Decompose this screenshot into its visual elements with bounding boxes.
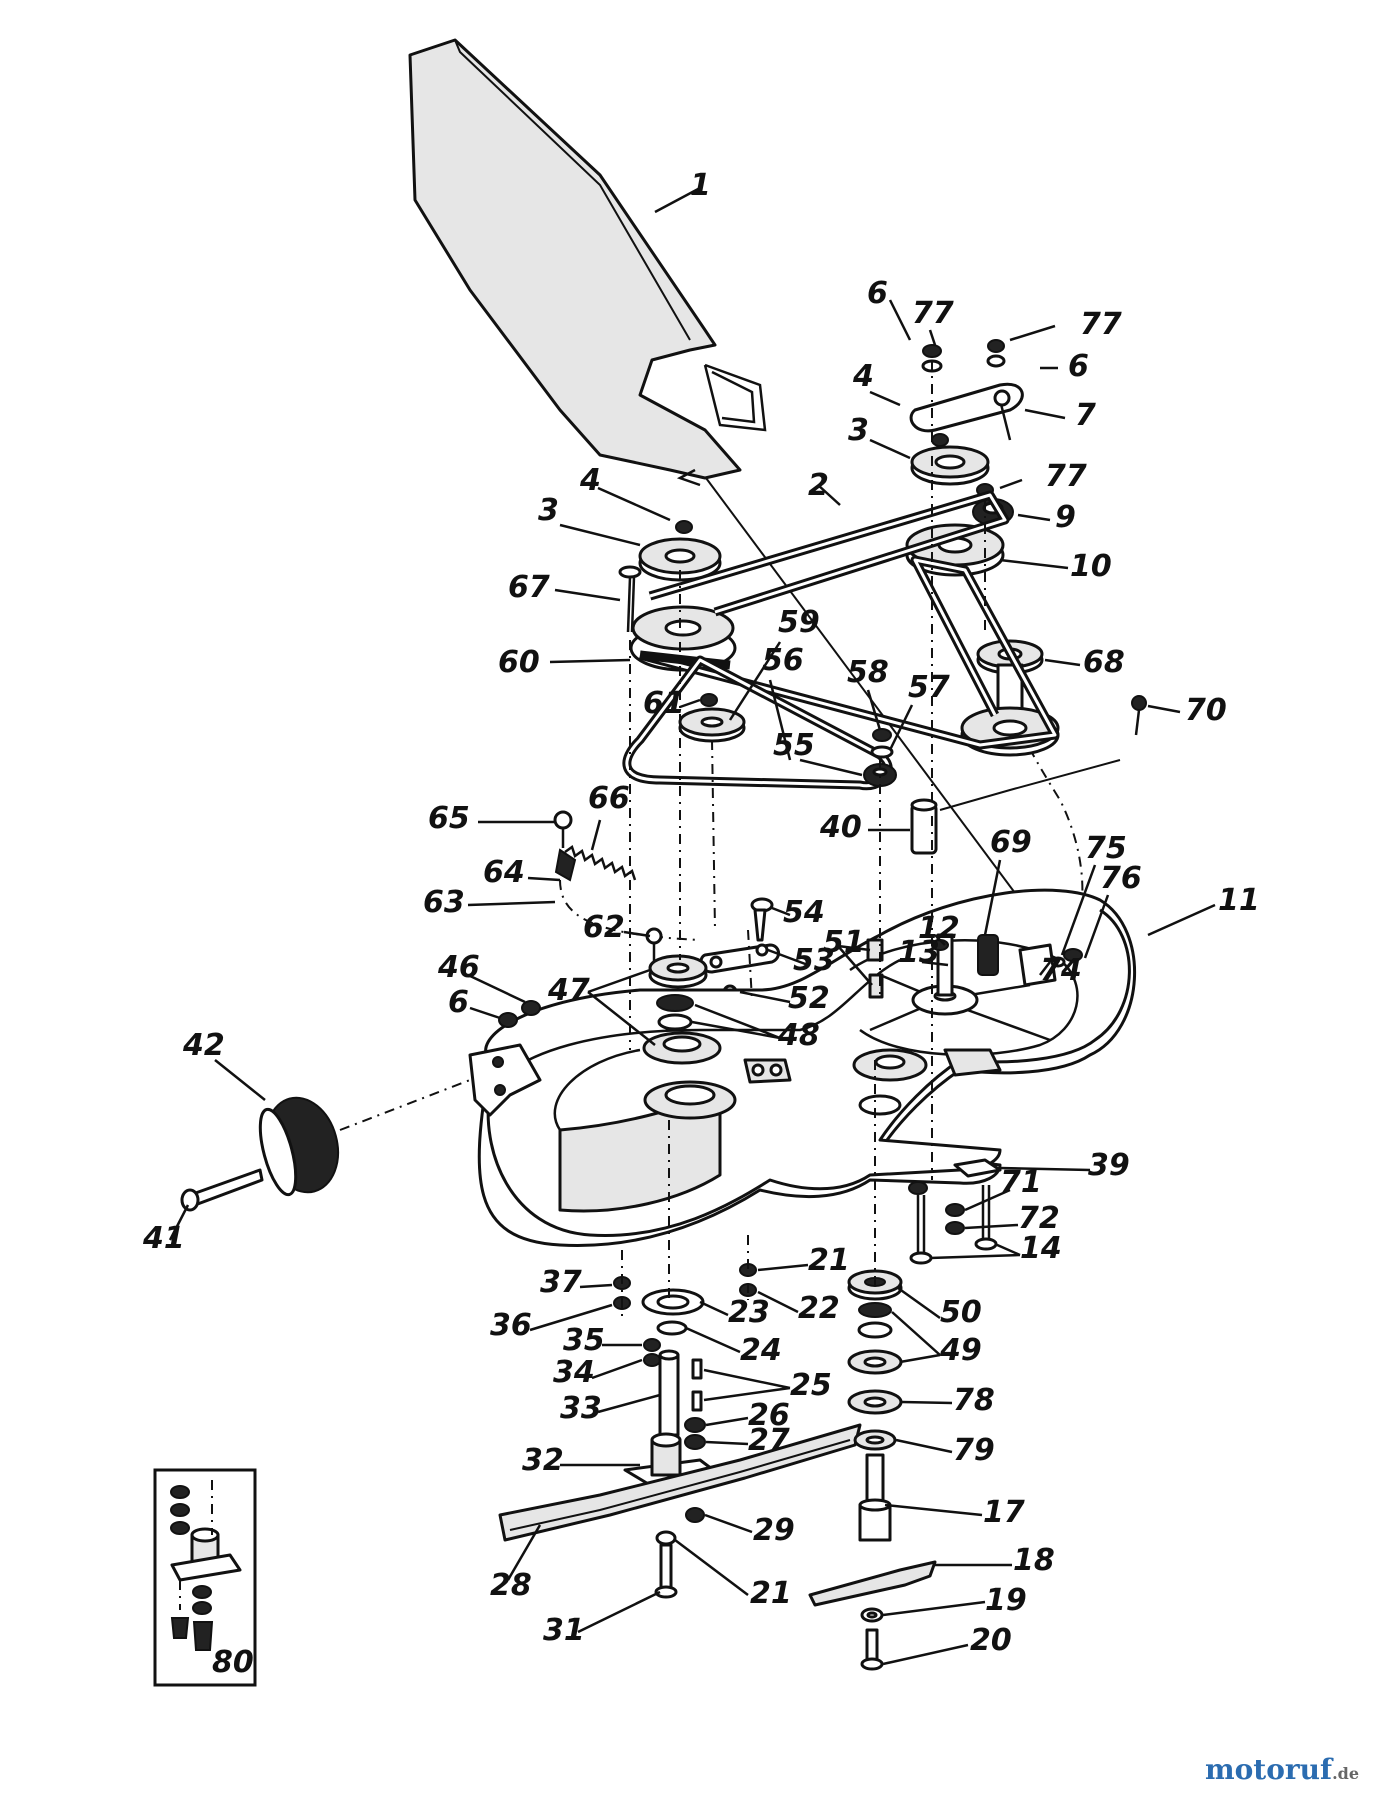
part-callout-c6c: 6	[448, 985, 469, 1020]
part-callout-c24: 24	[740, 1333, 782, 1368]
part-callout-c79: 79	[953, 1433, 995, 1468]
inset-spindle-detail	[153, 1468, 257, 1687]
part-callout-c63: 63	[423, 885, 465, 920]
part-callout-c57: 57	[908, 670, 950, 705]
part-callout-c77c: 77	[1045, 459, 1087, 494]
part-callout-c49: 49	[939, 1333, 982, 1368]
part-callout-c3a: 3	[538, 493, 559, 528]
part-callout-c48: 48	[777, 1018, 820, 1053]
watermark: motoruf.de	[1205, 1753, 1359, 1786]
part-callout-c3b: 3	[848, 413, 869, 448]
part-callout-c61: 61	[643, 686, 685, 721]
part-callout-c66: 66	[588, 781, 630, 816]
part-callout-c68: 68	[1083, 645, 1125, 680]
part-callout-c41: 41	[142, 1221, 185, 1256]
part-callout-c23: 23	[728, 1295, 770, 1330]
part-callout-c72: 72	[1018, 1201, 1060, 1236]
part-callout-c71: 71	[1000, 1165, 1042, 1200]
part-callout-c13: 13	[898, 935, 940, 970]
part-callout-c78: 78	[953, 1383, 995, 1418]
part-callout-c29: 29	[753, 1513, 795, 1548]
part-callout-c77b: 77	[1080, 307, 1122, 342]
part-callout-c10: 10	[1070, 549, 1112, 584]
part-callout-c2: 2	[808, 468, 829, 503]
part-callout-c46: 46	[437, 950, 480, 985]
watermark-suffix: .de	[1332, 1764, 1359, 1783]
part-callout-c9: 9	[1055, 500, 1076, 535]
right-lower-spindle	[808, 1269, 937, 1671]
left-lower-spindle	[498, 1263, 862, 1599]
watermark-brand: motoruf	[1204, 1753, 1333, 1786]
left-spindle-housing	[648, 954, 708, 1031]
part-callout-c67: 67	[508, 570, 550, 605]
part-callout-c69: 69	[990, 825, 1032, 860]
part-callout-c17: 17	[983, 1495, 1025, 1530]
part-callout-c20: 20	[970, 1623, 1012, 1658]
part-callout-c21a: 21	[808, 1243, 850, 1278]
part-callout-c1: 1	[690, 168, 711, 203]
part-callout-c60: 60	[498, 645, 540, 680]
part-callout-c12: 12	[918, 911, 960, 946]
part-callout-c47: 47	[547, 973, 590, 1008]
part-callout-c62: 62	[583, 910, 625, 945]
chute-rod	[705, 477, 1051, 941]
part-callout-c37: 37	[540, 1265, 582, 1300]
part-callout-c32: 32	[522, 1443, 564, 1478]
part-callout-c70: 70	[1185, 693, 1227, 728]
part-callout-c58: 58	[847, 655, 889, 690]
part-callout-c51: 51	[823, 925, 865, 960]
part-callout-c28: 28	[490, 1568, 532, 1603]
part-callout-c31: 31	[543, 1613, 585, 1648]
part-callout-c54: 54	[783, 895, 825, 930]
part-callout-c50: 50	[940, 1295, 982, 1330]
part-callout-c77a: 77	[912, 296, 954, 331]
part-callout-c56: 56	[762, 643, 804, 678]
leader-lines	[168, 186, 1216, 1666]
part-callout-c74: 74	[1040, 953, 1082, 988]
deck-hardware	[866, 759, 1121, 999]
part-callout-c4a: 4	[579, 463, 601, 498]
part-callout-c27: 27	[748, 1423, 790, 1458]
part-callout-c76: 76	[1100, 861, 1142, 896]
part-callout-c21b: 21	[750, 1576, 792, 1611]
part-callout-c36: 36	[490, 1308, 532, 1343]
part-callout-c75: 75	[1085, 831, 1127, 866]
part-callout-c18: 18	[1013, 1543, 1055, 1578]
part-callout-c65: 65	[428, 801, 470, 836]
discharge-chute	[408, 38, 767, 487]
part-callout-c39: 39	[1088, 1148, 1130, 1183]
part-callout-c40: 40	[819, 810, 862, 845]
assembly-axes	[621, 360, 986, 1320]
part-callout-c53: 53	[793, 943, 835, 978]
part-callout-c42: 42	[182, 1028, 225, 1063]
part-callout-c6a: 6	[867, 276, 888, 311]
wheel-assembly	[180, 1000, 542, 1212]
part-callout-c52: 52	[788, 981, 830, 1016]
part-callout-c22: 22	[798, 1291, 840, 1326]
part-callout-c35: 35	[563, 1323, 605, 1358]
part-callout-c19: 19	[985, 1583, 1027, 1618]
part-callout-c33: 33	[560, 1391, 602, 1426]
part-callout-c4b: 4	[852, 359, 874, 394]
part-callout-c59: 59	[778, 605, 820, 640]
part-callout-c26: 26	[748, 1398, 790, 1433]
part-callout-c6b: 6	[1068, 349, 1089, 384]
part-callout-c55: 55	[773, 728, 815, 763]
part-callout-c25: 25	[790, 1368, 832, 1403]
deck-bolts	[908, 1158, 1002, 1265]
part-callout-c7: 7	[1075, 398, 1096, 433]
part-callout-c14: 14	[1020, 1231, 1062, 1266]
part-callout-c11: 11	[1218, 883, 1260, 918]
part-callout-c64: 64	[483, 855, 525, 890]
mower-deck	[477, 888, 1137, 1247]
part-callout-c80: 80	[212, 1645, 254, 1680]
part-callout-c34: 34	[553, 1355, 595, 1390]
